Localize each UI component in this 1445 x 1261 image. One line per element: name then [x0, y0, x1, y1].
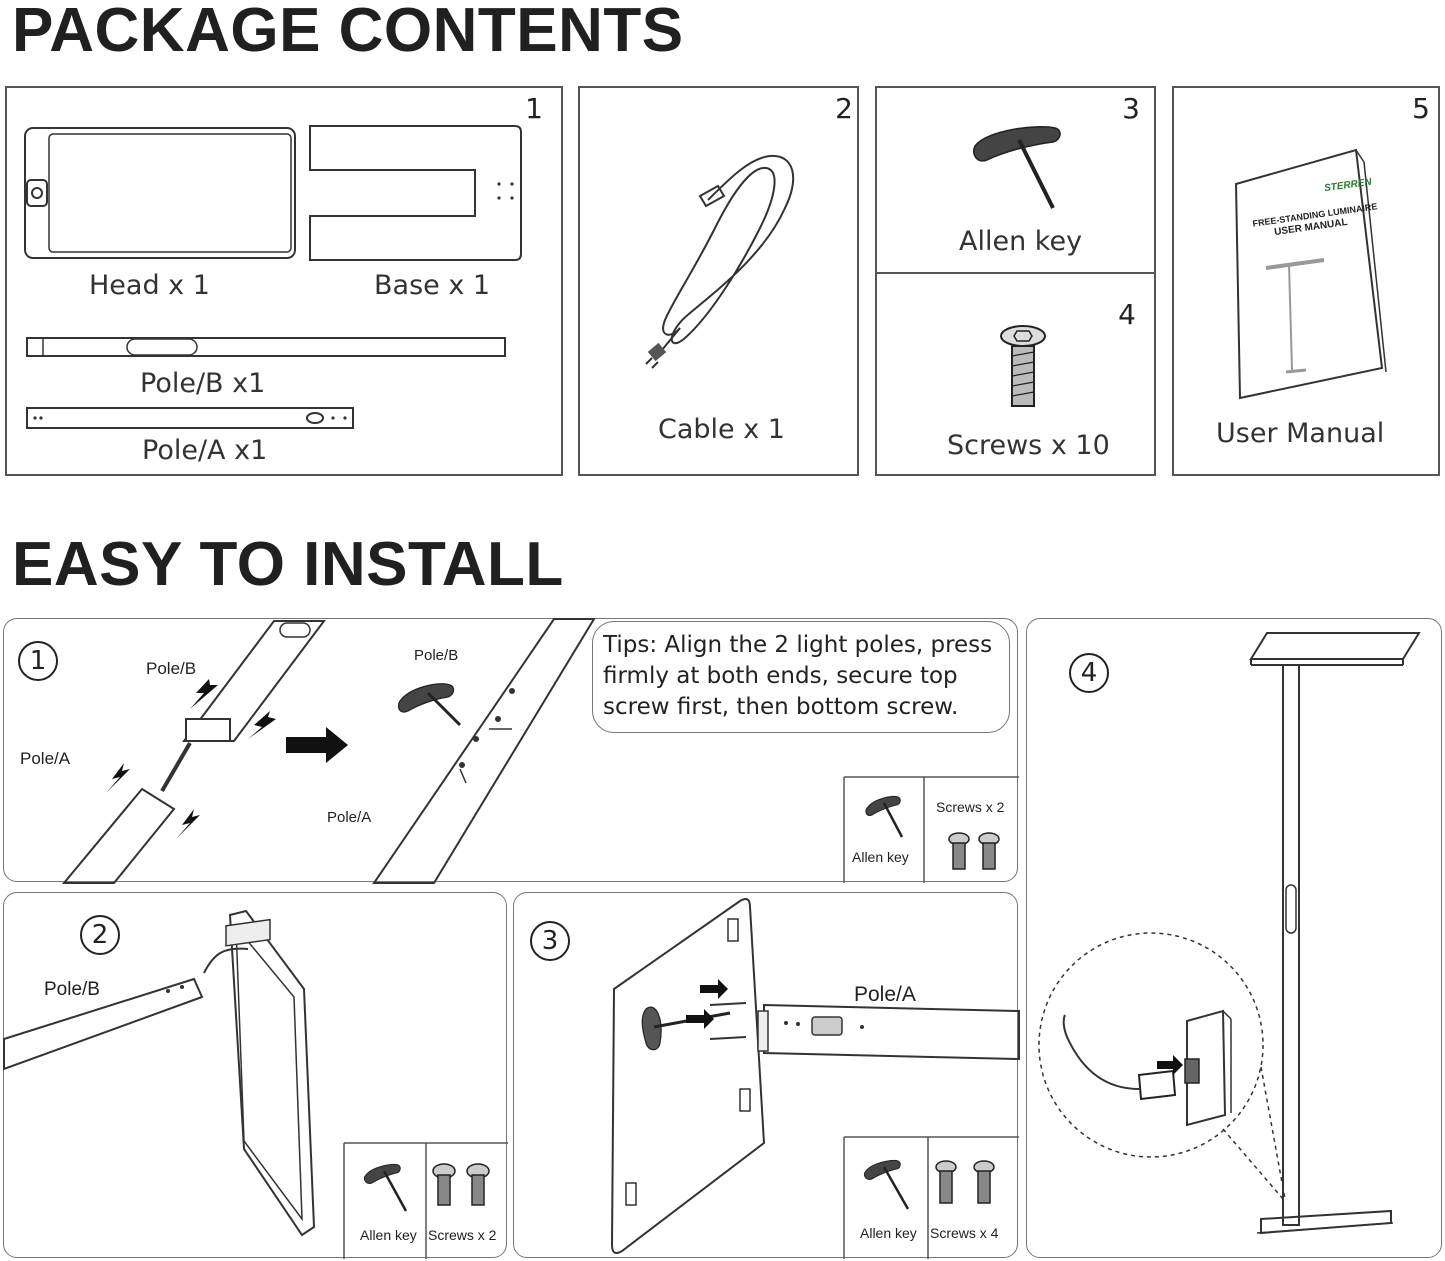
pole-a-label: Pole/A x1 — [142, 435, 268, 466]
step-3-drawing — [610, 898, 1020, 1254]
easy-to-install-heading: EASY TO INSTALL — [12, 530, 564, 599]
pole-a-callout-2: Pole/A — [327, 809, 372, 826]
head-base-poles-drawing — [24, 125, 522, 429]
pole-b-callout-2: Pole/B — [414, 647, 459, 664]
step-number: 4 — [1069, 653, 1109, 693]
screws-tool-label: Screws x 2 — [936, 799, 1005, 815]
user-manual-icon — [1234, 148, 1387, 400]
pole-b-callout: Pole/B — [146, 659, 197, 678]
screw-icon — [1000, 325, 1046, 407]
panel-head-base-poles: 1 Head x 1 Base x 1 Pole/B x1 Pole/A x1 — [5, 86, 563, 476]
allen-key-icon — [973, 126, 1061, 209]
step-number: 3 — [530, 921, 570, 961]
step-number: 2 — [80, 915, 120, 955]
user-manual-label: User Manual — [1216, 418, 1385, 449]
pole-b-callout: Pole/B — [44, 979, 100, 1000]
panel-number: 5 — [1412, 92, 1430, 125]
pole-a-callout: Pole/A — [20, 749, 71, 768]
panel-number: 2 — [835, 92, 853, 125]
step-1-panel: 1 Pole/ — [3, 618, 1019, 884]
step-number: 1 — [18, 641, 58, 681]
step-2-panel: 2 Pole/B Allen key Screws x 2 — [3, 892, 508, 1259]
divider — [877, 272, 1156, 274]
allen-key-label: Allen key — [959, 226, 1083, 257]
panel-number: 3 — [1122, 92, 1140, 125]
screws-label: Screws x 10 — [947, 430, 1110, 461]
screws-tool-label: Screws x 2 — [428, 1227, 497, 1243]
allen-key-tool-label: Allen key — [852, 849, 909, 865]
panel-cable: 2 Cable x 1 — [578, 86, 859, 476]
pole-a-callout: Pole/A — [854, 983, 916, 1006]
step-3-toolbox — [843, 1136, 1019, 1259]
allen-key-tool-label: Allen key — [360, 1227, 417, 1243]
step-4-drawing — [1038, 632, 1421, 1235]
panel-allen-screws: 3 Allen key 4 Screws x 10 — [875, 86, 1156, 476]
step-2-drawing — [3, 909, 508, 1259]
tips-bubble: Tips: Align the 2 light poles, press fir… — [592, 621, 1010, 733]
step-3-panel: 3 Pole/A Allen key Screws x 4 — [513, 892, 1020, 1259]
step-4-panel: 4 — [1026, 618, 1442, 1258]
cable-label: Cable x 1 — [658, 414, 785, 445]
pole-b-label: Pole/B x1 — [140, 368, 266, 399]
tips-text: Tips: Align the 2 light poles, press fir… — [603, 632, 993, 720]
allen-key-tool-label: Allen key — [860, 1225, 917, 1241]
panel-user-manual: 5 STERREN FREE-STANDING LUMINAIRE USER M… — [1172, 86, 1440, 476]
panel-number: 1 — [525, 92, 543, 125]
step-1-drawing — [61, 618, 1019, 884]
base-label: Base x 1 — [374, 270, 491, 301]
screws-tool-label: Screws x 4 — [930, 1225, 999, 1241]
panel-number: 4 — [1118, 298, 1136, 331]
head-label: Head x 1 — [89, 270, 210, 301]
cable-icon — [645, 154, 795, 369]
package-contents-heading: PACKAGE CONTENTS — [12, 0, 684, 65]
